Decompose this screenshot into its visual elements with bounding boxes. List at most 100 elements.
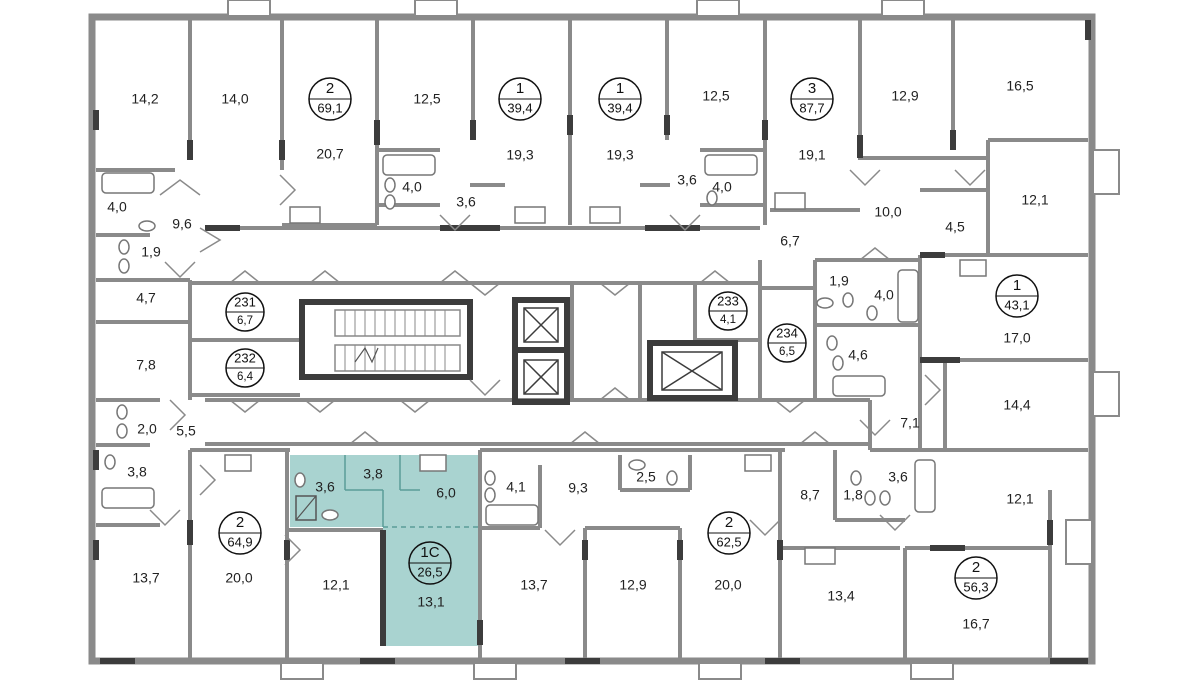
room-area: 16,5 bbox=[1006, 78, 1033, 94]
room-area: 19,3 bbox=[506, 147, 533, 163]
apartment-badge[interactable]: 2 64,9 bbox=[218, 511, 262, 555]
elevator-shafts bbox=[512, 297, 738, 405]
room-area: 1,9 bbox=[829, 273, 849, 289]
room-area: 4,0 bbox=[402, 179, 422, 195]
storage-number: 233 bbox=[717, 293, 739, 308]
room-area: 12,1 bbox=[1021, 192, 1048, 208]
apartment-badge[interactable]: 1 43,1 bbox=[995, 274, 1039, 318]
apartment-badge[interactable]: 1 39,4 bbox=[598, 77, 642, 121]
room-area: 12,1 bbox=[1006, 491, 1033, 507]
apartment-total-area: 39,4 bbox=[607, 100, 632, 115]
storage-badges[interactable]: 231 6,7 232 6,4 233 4,1 234 6,5 bbox=[225, 291, 807, 388]
room-area: 3,8 bbox=[127, 464, 147, 480]
room-area: 9,6 bbox=[172, 216, 192, 232]
room-area: 1,9 bbox=[141, 244, 161, 260]
apartment-total-area: 64,9 bbox=[227, 534, 252, 549]
room-area: 6,0 bbox=[436, 485, 456, 501]
apartment-badge[interactable]: 2 69,1 bbox=[308, 77, 352, 121]
room-area: 8,7 bbox=[800, 487, 820, 503]
room-area: 19,3 bbox=[606, 147, 633, 163]
storage-badge[interactable]: 234 6,5 bbox=[767, 323, 807, 363]
room-area-labels: 14,2 14,0 20,7 12,5 19,3 19,3 12,5 19,1 … bbox=[107, 78, 1049, 632]
storage-area: 6,7 bbox=[237, 315, 253, 327]
apartment-badge[interactable]: 1 39,4 bbox=[498, 77, 542, 121]
room-area: 13,7 bbox=[132, 570, 159, 586]
room-area: 4,0 bbox=[712, 179, 732, 195]
apartment-badge-highlighted[interactable]: 1С 26,5 bbox=[408, 541, 452, 585]
apartment-rooms: 1 bbox=[516, 80, 524, 97]
apartment-badges[interactable]: 2 69,1 1 39,4 1 39,4 3 87,7 1 43,1 bbox=[218, 77, 1039, 600]
apartment-badge[interactable]: 2 62,5 bbox=[707, 511, 751, 555]
storage-badge[interactable]: 233 4,1 bbox=[708, 291, 748, 331]
room-area: 12,1 bbox=[322, 577, 349, 593]
apartment-badge[interactable]: 2 56,3 bbox=[954, 556, 998, 600]
apartment-rooms: 3 bbox=[808, 80, 816, 97]
room-area: 3,6 bbox=[888, 469, 908, 485]
apartment-total-area: 62,5 bbox=[716, 534, 741, 549]
room-area: 13,1 bbox=[417, 594, 444, 610]
room-area: 12,5 bbox=[702, 88, 729, 104]
room-area: 2,0 bbox=[137, 421, 157, 437]
room-area: 9,3 bbox=[568, 480, 588, 496]
apartment-rooms: 2 bbox=[725, 514, 733, 531]
room-area: 12,5 bbox=[413, 91, 440, 107]
apartment-rooms: 1 bbox=[616, 80, 624, 97]
apartment-total-area: 39,4 bbox=[507, 100, 532, 115]
room-area: 3,6 bbox=[315, 479, 335, 495]
highlighted-apartment-outline bbox=[295, 455, 478, 528]
door-swings bbox=[149, 169, 986, 566]
room-area: 20,7 bbox=[316, 146, 343, 162]
room-area: 7,1 bbox=[900, 415, 920, 431]
storage-badge[interactable]: 231 6,7 bbox=[225, 292, 265, 332]
room-area: 7,8 bbox=[136, 357, 156, 373]
window-bays bbox=[227, 0, 1120, 680]
room-area: 16,7 bbox=[962, 616, 989, 632]
interior-walls bbox=[96, 17, 1088, 661]
room-area: 3,6 bbox=[456, 194, 476, 210]
room-area: 3,8 bbox=[363, 466, 383, 482]
room-area: 12,9 bbox=[891, 88, 918, 104]
apartment-rooms: 1 bbox=[1013, 277, 1021, 294]
bathroom-fixtures bbox=[101, 154, 987, 565]
storage-area: 6,5 bbox=[779, 346, 795, 358]
apartment-total-area: 69,1 bbox=[317, 100, 342, 115]
storage-number: 231 bbox=[234, 294, 256, 309]
apartment-rooms: 2 bbox=[236, 514, 244, 531]
apartment-total-area: 43,1 bbox=[1004, 297, 1029, 312]
room-area: 20,0 bbox=[714, 577, 741, 593]
room-area: 20,0 bbox=[225, 570, 252, 586]
room-area: 4,6 bbox=[848, 347, 868, 363]
apartment-rooms: 1С bbox=[420, 544, 439, 561]
room-area: 1,8 bbox=[843, 487, 863, 503]
room-area: 13,4 bbox=[827, 588, 854, 604]
apartment-total-area: 26,5 bbox=[417, 564, 442, 579]
room-area: 17,0 bbox=[1003, 330, 1030, 346]
apartment-badge[interactable]: 3 87,7 bbox=[790, 77, 834, 121]
room-area: 13,7 bbox=[520, 577, 547, 593]
apartment-rooms: 2 bbox=[326, 80, 334, 97]
room-area: 4,7 bbox=[136, 290, 156, 306]
room-area: 2,5 bbox=[636, 469, 656, 485]
room-area: 14,2 bbox=[131, 91, 158, 107]
storage-badge[interactable]: 232 6,4 bbox=[225, 348, 265, 388]
room-area: 3,6 bbox=[677, 172, 697, 188]
stairwell bbox=[299, 299, 473, 380]
room-area: 6,7 bbox=[780, 233, 800, 249]
room-area: 12,9 bbox=[619, 577, 646, 593]
storage-area: 4,1 bbox=[720, 314, 736, 326]
storage-number: 232 bbox=[234, 350, 256, 365]
structural-walls bbox=[93, 20, 1091, 664]
room-area: 5,5 bbox=[176, 423, 196, 439]
storage-area: 6,4 bbox=[237, 371, 254, 383]
apartment-total-area: 87,7 bbox=[799, 100, 824, 115]
apartment-total-area: 56,3 bbox=[963, 579, 988, 594]
room-area: 4,5 bbox=[945, 219, 965, 235]
room-area: 14,0 bbox=[221, 91, 248, 107]
room-area: 10,0 bbox=[874, 204, 901, 220]
apartment-rooms: 2 bbox=[972, 559, 980, 576]
room-area: 19,1 bbox=[798, 147, 825, 163]
room-area: 4,0 bbox=[874, 287, 894, 303]
storage-number: 234 bbox=[776, 325, 798, 340]
room-area: 4,1 bbox=[506, 479, 526, 495]
